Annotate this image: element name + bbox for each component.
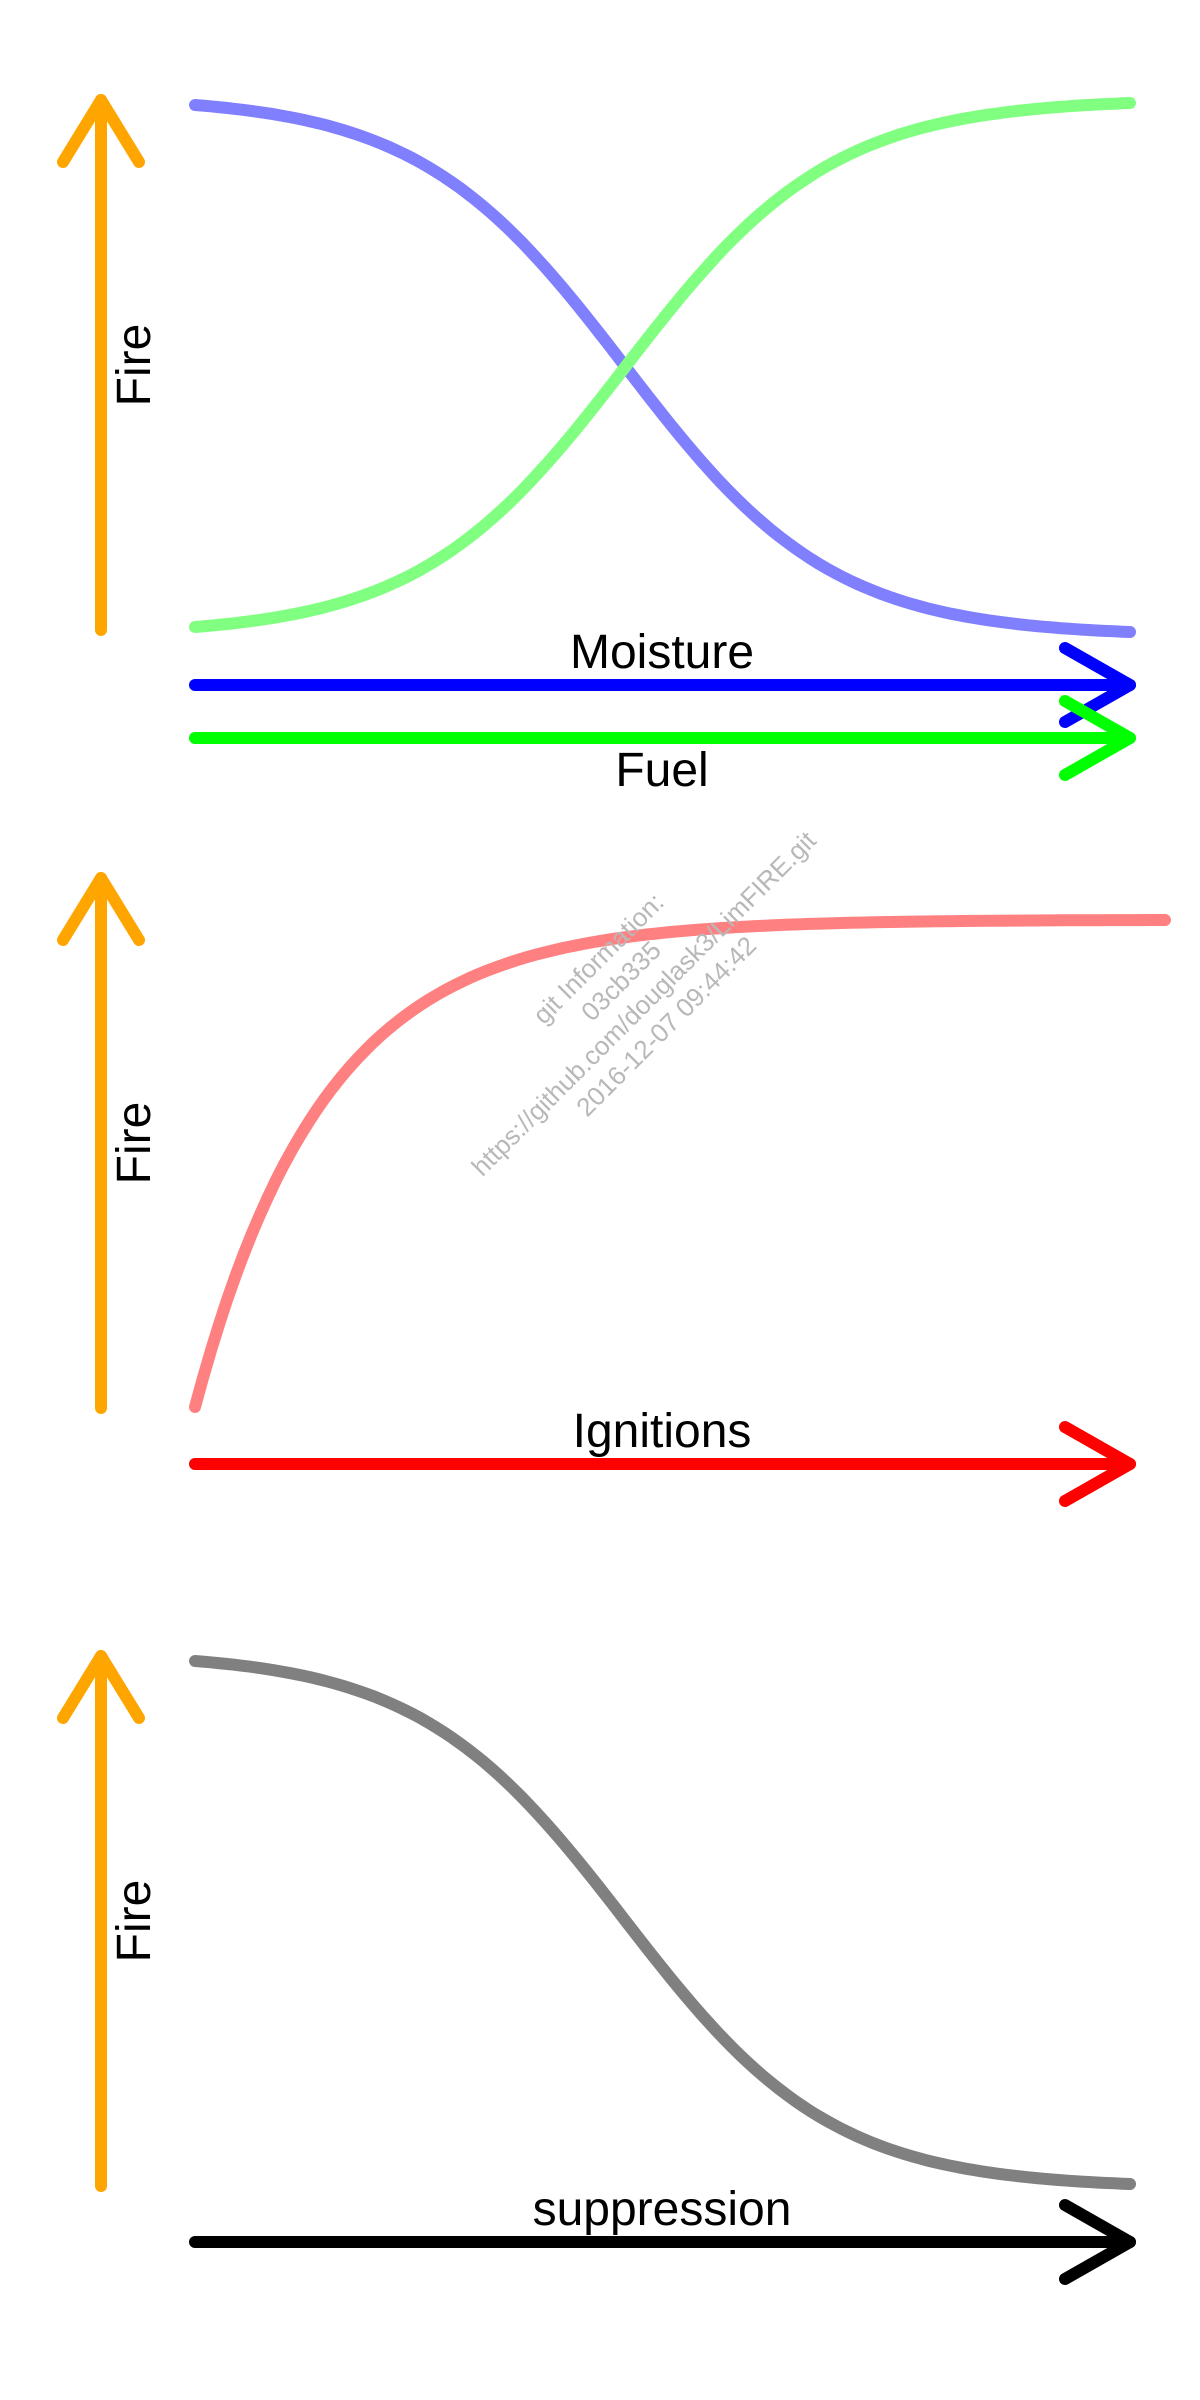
fuel-axis-arrow <box>189 695 1136 781</box>
fire-axis-arrow <box>57 1650 145 2192</box>
watermark-line-3: https://github.com/douglask3/LimFIRE.git <box>465 825 822 1182</box>
suppression-axis-arrow <box>189 2199 1136 2285</box>
fire-axis-label: Fire <box>108 1880 161 1963</box>
moisture-curve <box>189 99 1136 638</box>
fuel-curve <box>189 97 1136 633</box>
ignitions-axis-label: Ignitions <box>573 1405 752 1458</box>
ignitions-curve <box>189 914 1171 1413</box>
panel-3: Fire suppression <box>57 1650 1136 2285</box>
panel-1: Fire Moisture Fuel <box>57 94 1136 797</box>
panel-2: Fire Ignitions <box>57 872 1171 1507</box>
fire-axis-label: Fire <box>108 1102 161 1185</box>
git-watermark: git Information: 03cb335 https://github.… <box>465 825 822 1182</box>
fire-axis-arrow <box>57 872 145 1414</box>
suppression-axis-label: suppression <box>533 2183 792 2236</box>
suppression-curve <box>189 1655 1136 2190</box>
ignitions-axis-arrow <box>189 1421 1136 1507</box>
fire-axis-arrow <box>57 94 145 636</box>
fuel-axis-label: Fuel <box>615 744 708 797</box>
fire-axis-label: Fire <box>108 324 161 407</box>
moisture-axis-label: Moisture <box>570 626 754 679</box>
